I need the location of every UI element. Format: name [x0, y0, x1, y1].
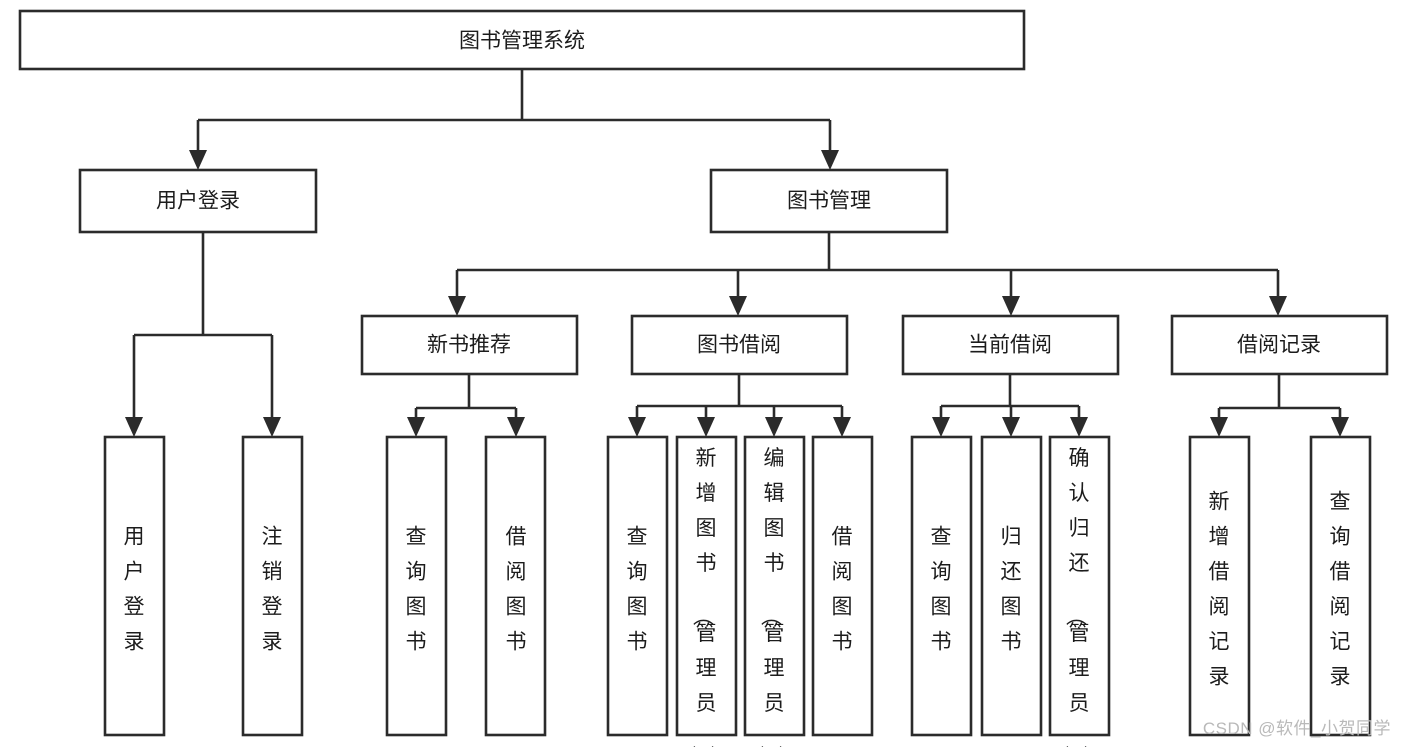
node-borrow-record[interactable]: 借阅记录 [1170, 314, 1389, 376]
connector-group [132, 69, 1342, 419]
leaf-label: 注销登录 [262, 525, 283, 653]
node-user-login-box[interactable] [78, 168, 318, 234]
leaf-node[interactable]: 注销登录 [241, 435, 304, 737]
leaf-node[interactable]: 查询图书 [910, 435, 973, 737]
leaf-node[interactable]: 归还图书 [980, 435, 1043, 737]
arrow-icon-leaf-11 [1070, 417, 1088, 437]
node-book-borrow-box[interactable] [630, 314, 849, 376]
arrow-icon-to-borrow-record [1269, 296, 1287, 316]
leaf-label: 查询借阅记录 [1330, 490, 1351, 688]
arrow-icon-leaf-13 [1331, 417, 1349, 437]
leaf-label: 查询图书 [406, 525, 427, 653]
leaf-node-group: 用户登录 注销登录 查询图书 借阅图书 查询图书 新增图书（管理员） [103, 435, 1372, 747]
leaf-box[interactable] [1309, 435, 1372, 737]
leaf-box[interactable] [811, 435, 874, 737]
leaf-box[interactable] [241, 435, 304, 737]
leaf-box[interactable] [980, 435, 1043, 737]
arrow-icon-to-current-borrow [1002, 296, 1020, 316]
arrow-icon-leaf-3 [407, 417, 425, 437]
leaf-node[interactable]: 查询图书 [385, 435, 448, 737]
node-new-book-recommend[interactable]: 新书推荐 [360, 314, 579, 376]
leaf-label: 归还图书 [1001, 525, 1022, 653]
leaf-label: 编辑图书（管理员） [759, 447, 785, 747]
leaf-node[interactable]: 查询图书 [606, 435, 669, 737]
leaf-label: 新增借阅记录 [1209, 490, 1230, 688]
node-root-box[interactable] [18, 9, 1026, 71]
arrow-icon-leaf-8 [833, 417, 851, 437]
arrow-icon-to-new-book [448, 296, 466, 316]
node-new-book-recommend-box[interactable] [360, 314, 579, 376]
arrow-icon-leaf-7 [765, 417, 783, 437]
leaf-node[interactable]: 借阅图书 [484, 435, 547, 737]
arrow-icon-to-book-manage [821, 150, 839, 170]
arrow-icon-to-book-borrow [729, 296, 747, 316]
node-borrow-record-box[interactable] [1170, 314, 1389, 376]
leaf-node[interactable]: 确认归还（管理员） [1048, 435, 1111, 747]
node-book-management-box[interactable] [709, 168, 949, 234]
leaf-node[interactable]: 查询借阅记录 [1309, 435, 1372, 737]
leaf-label: 查询图书 [931, 525, 952, 653]
leaf-box[interactable] [484, 435, 547, 737]
node-user-login-label: 用户登录 [156, 190, 240, 213]
arrow-icon-leaf-4 [507, 417, 525, 437]
leaf-label: 确认归还（管理员） [1064, 447, 1090, 747]
arrow-icon-leaf-9 [932, 417, 950, 437]
leaf-box[interactable] [910, 435, 973, 737]
node-book-borrow[interactable]: 图书借阅 [630, 314, 849, 376]
leaf-box[interactable] [606, 435, 669, 737]
arrowhead-group [125, 150, 1349, 437]
node-book-management[interactable]: 图书管理 [709, 168, 949, 234]
leaf-box[interactable] [385, 435, 448, 737]
arrow-icon-leaf-2 [263, 417, 281, 437]
leaf-box[interactable] [1188, 435, 1251, 737]
leaf-box[interactable] [103, 435, 166, 737]
leaf-node[interactable]: 借阅图书 [811, 435, 874, 737]
leaf-label: 借阅图书 [832, 525, 853, 653]
leaf-box[interactable] [675, 435, 738, 737]
node-root[interactable]: 图书管理系统 [18, 9, 1026, 71]
arrow-icon-to-user-login [189, 150, 207, 170]
arrow-icon-leaf-5 [628, 417, 646, 437]
arrow-icon-leaf-6 [697, 417, 715, 437]
node-new-book-recommend-label: 新书推荐 [427, 334, 511, 357]
node-borrow-record-label: 借阅记录 [1237, 334, 1321, 357]
node-book-management-label: 图书管理 [787, 190, 871, 213]
node-current-borrow[interactable]: 当前借阅 [901, 314, 1120, 376]
leaf-label: 用户登录 [124, 525, 145, 653]
leaf-label: 借阅图书 [506, 525, 527, 653]
leaf-node[interactable]: 编辑图书（管理员） [743, 435, 806, 747]
arrow-icon-leaf-1 [125, 417, 143, 437]
leaf-node[interactable]: 新增借阅记录 [1188, 435, 1251, 737]
node-root-label: 图书管理系统 [459, 30, 585, 53]
node-book-borrow-label: 图书借阅 [697, 334, 781, 357]
leaf-box[interactable] [1048, 435, 1111, 737]
leaf-box[interactable] [743, 435, 806, 737]
arrow-icon-leaf-12 [1210, 417, 1228, 437]
node-current-borrow-label: 当前借阅 [968, 334, 1052, 357]
leaf-node[interactable]: 用户登录 [103, 435, 166, 737]
leaf-label: 查询图书 [627, 525, 648, 653]
leaf-node[interactable]: 新增图书（管理员） [675, 435, 738, 747]
leaf-label: 新增图书（管理员） [691, 447, 717, 747]
arrow-icon-leaf-10 [1002, 417, 1020, 437]
node-current-borrow-box[interactable] [901, 314, 1120, 376]
node-user-login[interactable]: 用户登录 [78, 168, 318, 234]
